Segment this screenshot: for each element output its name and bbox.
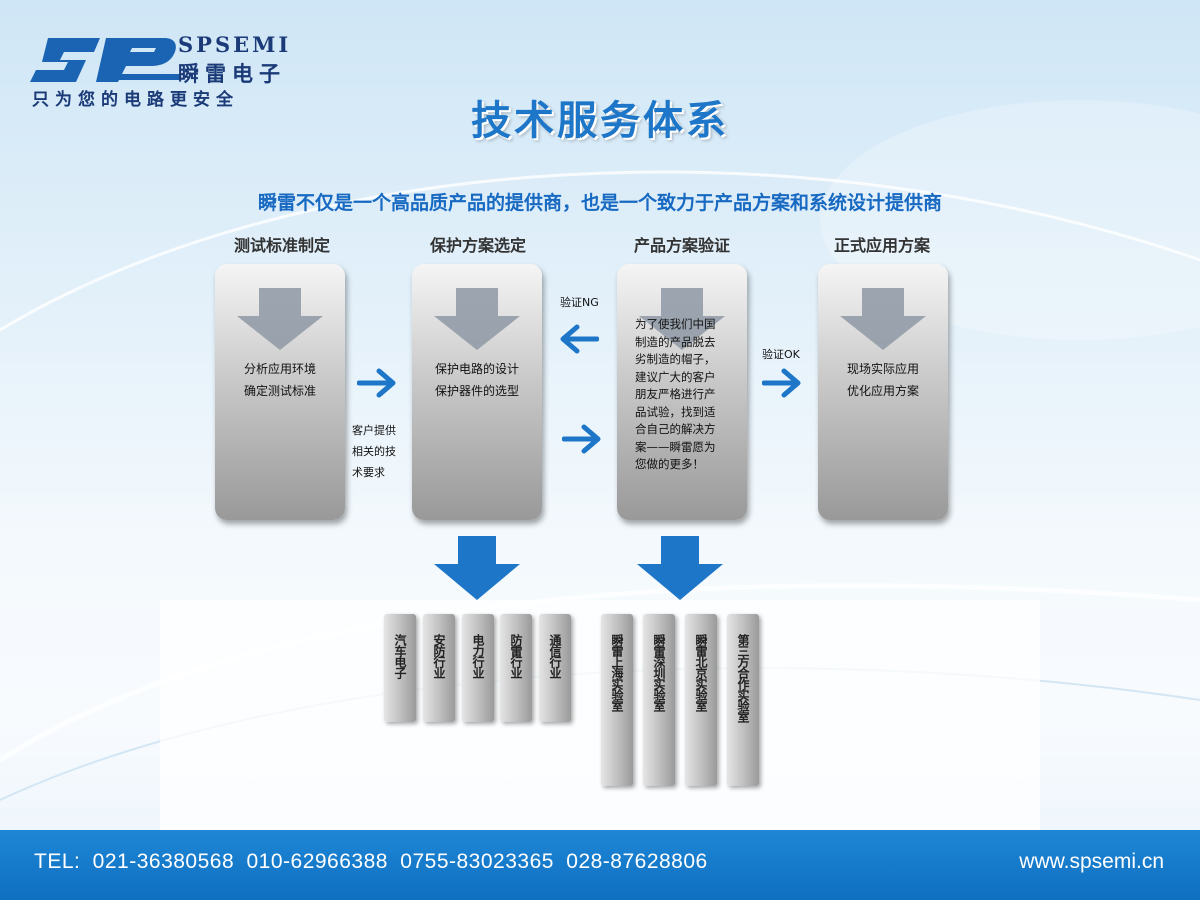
sp-logo-icon — [30, 38, 180, 82]
left-arrow-icon — [560, 324, 599, 354]
step-card-protection-scheme: 保护电路的设计 保护器件的选型 — [412, 264, 542, 520]
industry-bar-telecom: 通信行业 — [539, 614, 571, 722]
industry-bar-auto: 汽车电子 — [384, 614, 416, 722]
lab-bar-third-party: 第三方合作实验室 — [727, 614, 759, 786]
big-down-arrow-icon — [637, 536, 723, 600]
step-card-formal-application: 现场实际应用 优化应用方案 — [818, 264, 948, 520]
column-title-protection-scheme: 保护方案选定 — [429, 236, 526, 255]
step-card-text: 为了使我们中国 制造的产品脱去 劣制造的帽子， 建议广大的客户 朋友严格进行产 … — [635, 317, 716, 471]
lab-bar-shanghai: 瞬雷上海实验室 — [601, 614, 633, 786]
brand-name-cn: 瞬雷电子 — [178, 62, 286, 86]
column-title-product-verification: 产品方案验证 — [633, 236, 730, 255]
industry-bar-security: 安防行业 — [423, 614, 455, 722]
step-card-text: 分析应用环境 确定测试标准 — [243, 362, 316, 398]
footer-bar: TEL: 021-36380568 010-62966388 0755-8302… — [0, 830, 1200, 900]
verify-ok-label: 验证OK — [762, 348, 800, 361]
industry-bar-lightning: 防雷行业 — [500, 614, 532, 722]
customer-requirement-note: 客户提供 相关的技 术要求 — [352, 424, 396, 479]
right-arrow-icon — [357, 368, 396, 398]
column-title-formal-application: 正式应用方案 — [833, 236, 930, 255]
step-card-test-standard: 分析应用环境 确定测试标准 — [215, 264, 345, 520]
right-arrow-icon — [562, 424, 601, 454]
big-down-arrow-icon — [434, 536, 520, 600]
brand-logo: SPSEMI 瞬雷电子 只为您的电路更安全 — [30, 30, 290, 110]
industry-bar-power: 电力行业 — [462, 614, 494, 722]
right-arrow-icon — [762, 368, 801, 398]
page-title: 技术服务体系 — [471, 98, 729, 144]
brand-slogan: 只为您的电路更安全 — [32, 90, 239, 110]
lab-bar-shenzhen: 瞬雷深圳实验室 — [643, 614, 675, 786]
down-arrow-icon — [434, 288, 520, 350]
step-card-text: 现场实际应用 优化应用方案 — [846, 362, 919, 398]
content-panel — [160, 600, 1040, 830]
column-title-test-standard: 测试标准制定 — [233, 236, 330, 255]
verify-ng-label: 验证NG — [560, 296, 599, 309]
down-arrow-icon — [840, 288, 926, 350]
step-card-text: 保护电路的设计 保护器件的选型 — [434, 362, 519, 398]
lab-bar-beijing: 瞬雷北京实验室 — [685, 614, 717, 786]
brand-name-en: SPSEMI — [178, 32, 292, 57]
down-arrow-icon — [639, 288, 725, 350]
down-arrow-icon — [237, 288, 323, 350]
step-card-product-verification: 为了使我们中国 制造的产品脱去 劣制造的帽子， 建议广大的客户 朋友严格进行产 … — [617, 264, 747, 520]
page-subtitle: 瞬雷不仅是一个高品质产品的提供商，也是一个致力于产品方案和系统设计提供商 — [257, 192, 942, 214]
footer-phone-numbers: TEL: 021-36380568 010-62966388 0755-8302… — [34, 850, 708, 873]
footer-website: www.spsemi.cn — [1019, 850, 1164, 873]
